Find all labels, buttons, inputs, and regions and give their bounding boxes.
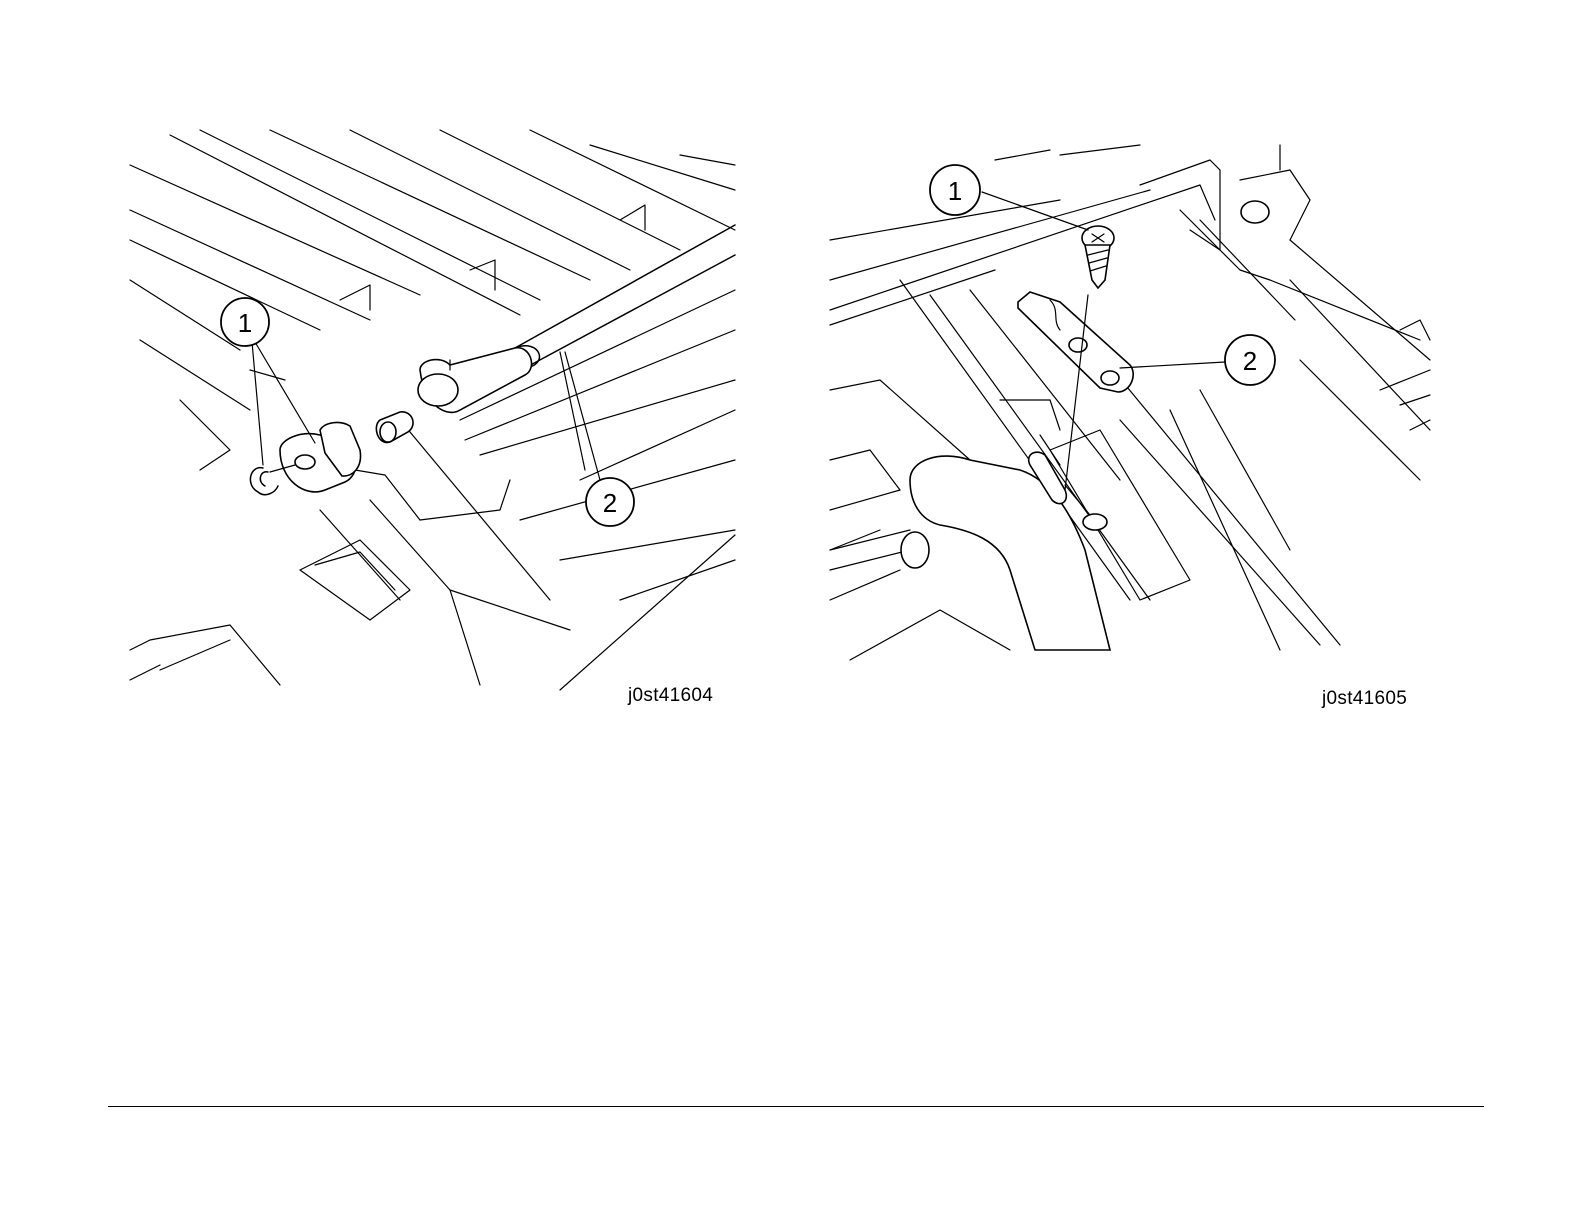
left-e-clip xyxy=(250,468,278,495)
left-callout-1-label: 1 xyxy=(238,308,252,338)
right-callout-2: 2 xyxy=(1225,335,1275,385)
left-body-lines xyxy=(130,290,735,690)
right-callout-1: 1 xyxy=(930,165,980,215)
left-figure-id: j0st41604 xyxy=(628,685,713,707)
left-bearing xyxy=(270,423,361,492)
figure-right: 1 2 xyxy=(820,130,1440,720)
right-roller xyxy=(830,456,1110,650)
right-callout-2-label: 2 xyxy=(1243,346,1257,376)
footer-rule xyxy=(108,1106,1484,1107)
right-frame-lines xyxy=(830,145,1430,480)
right-callout-1-label: 1 xyxy=(948,176,962,206)
right-boss xyxy=(1241,201,1269,223)
right-screw xyxy=(1082,226,1114,288)
right-illustration: 1 2 xyxy=(820,130,1440,720)
left-callout-2-label: 2 xyxy=(603,488,617,518)
right-figure-id: j0st41605 xyxy=(1322,688,1407,710)
figure-left: 1 2 xyxy=(120,120,750,720)
left-callout-1: 1 xyxy=(221,298,269,346)
left-shaft-pin xyxy=(376,412,413,443)
left-illustration: 1 2 xyxy=(120,120,750,720)
right-bracket xyxy=(1018,292,1133,392)
left-callout-2: 2 xyxy=(586,478,634,526)
left-roller xyxy=(418,225,735,412)
